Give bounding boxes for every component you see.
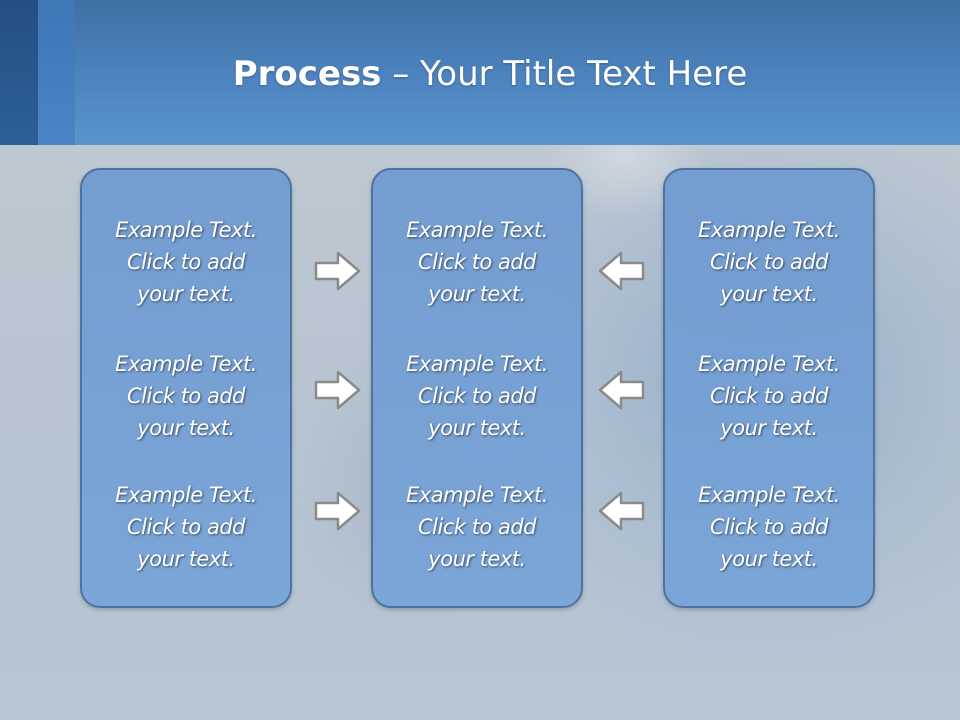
arrow-right-icon	[314, 369, 362, 411]
arrow-left-icon	[597, 490, 645, 532]
text-line: Click to add	[709, 515, 829, 539]
text-line: Example Text.	[406, 218, 548, 242]
text-line: your text.	[720, 282, 818, 306]
text-line: your text.	[720, 416, 818, 440]
text-line: Example Text.	[698, 218, 840, 242]
text-line: Example Text.	[698, 483, 840, 507]
text-line: Click to add	[126, 384, 246, 408]
text-block[interactable]: Example Text. Click to add your text.	[373, 348, 581, 444]
text-line: Example Text.	[698, 352, 840, 376]
text-block[interactable]: Example Text. Click to add your text.	[665, 214, 873, 310]
header-accent-stripe-dark	[0, 0, 38, 145]
text-line: your text.	[720, 547, 818, 571]
text-line: your text.	[137, 282, 235, 306]
slide-title-bold: Process	[232, 54, 382, 94]
process-box-right[interactable]: Example Text. Click to add your text. Ex…	[663, 168, 875, 608]
text-line: your text.	[137, 416, 235, 440]
text-line: Example Text.	[115, 218, 257, 242]
text-line: Click to add	[126, 515, 246, 539]
text-line: your text.	[428, 416, 526, 440]
arrow-left-icon	[597, 250, 645, 292]
text-block[interactable]: Example Text. Click to add your text.	[82, 348, 290, 444]
text-line: your text.	[137, 547, 235, 571]
text-line: Example Text.	[115, 352, 257, 376]
arrow-left-icon	[597, 369, 645, 411]
process-box-left[interactable]: Example Text. Click to add your text. Ex…	[80, 168, 292, 608]
header-accent-stripe-light	[38, 0, 75, 145]
text-line: Example Text.	[406, 352, 548, 376]
text-block[interactable]: Example Text. Click to add your text.	[82, 214, 290, 310]
text-line: Example Text.	[115, 483, 257, 507]
text-line: Click to add	[126, 250, 246, 274]
text-line: Click to add	[417, 250, 537, 274]
header-bar	[0, 0, 960, 145]
text-line: Click to add	[709, 384, 829, 408]
slide-title-rest: – Your Title Text Here	[381, 54, 748, 94]
arrow-right-icon	[314, 490, 362, 532]
text-block[interactable]: Example Text. Click to add your text.	[373, 479, 581, 575]
process-box-middle[interactable]: Example Text. Click to add your text. Ex…	[371, 168, 583, 608]
text-block[interactable]: Example Text. Click to add your text.	[82, 479, 290, 575]
text-line: Click to add	[417, 515, 537, 539]
text-line: your text.	[428, 282, 526, 306]
text-line: Click to add	[709, 250, 829, 274]
text-block[interactable]: Example Text. Click to add your text.	[665, 348, 873, 444]
text-line: Example Text.	[406, 483, 548, 507]
text-line: your text.	[428, 547, 526, 571]
text-block[interactable]: Example Text. Click to add your text.	[665, 479, 873, 575]
slide-title[interactable]: Process – Your Title Text Here	[0, 52, 960, 96]
arrow-right-icon	[314, 250, 362, 292]
text-line: Click to add	[417, 384, 537, 408]
text-block[interactable]: Example Text. Click to add your text.	[373, 214, 581, 310]
